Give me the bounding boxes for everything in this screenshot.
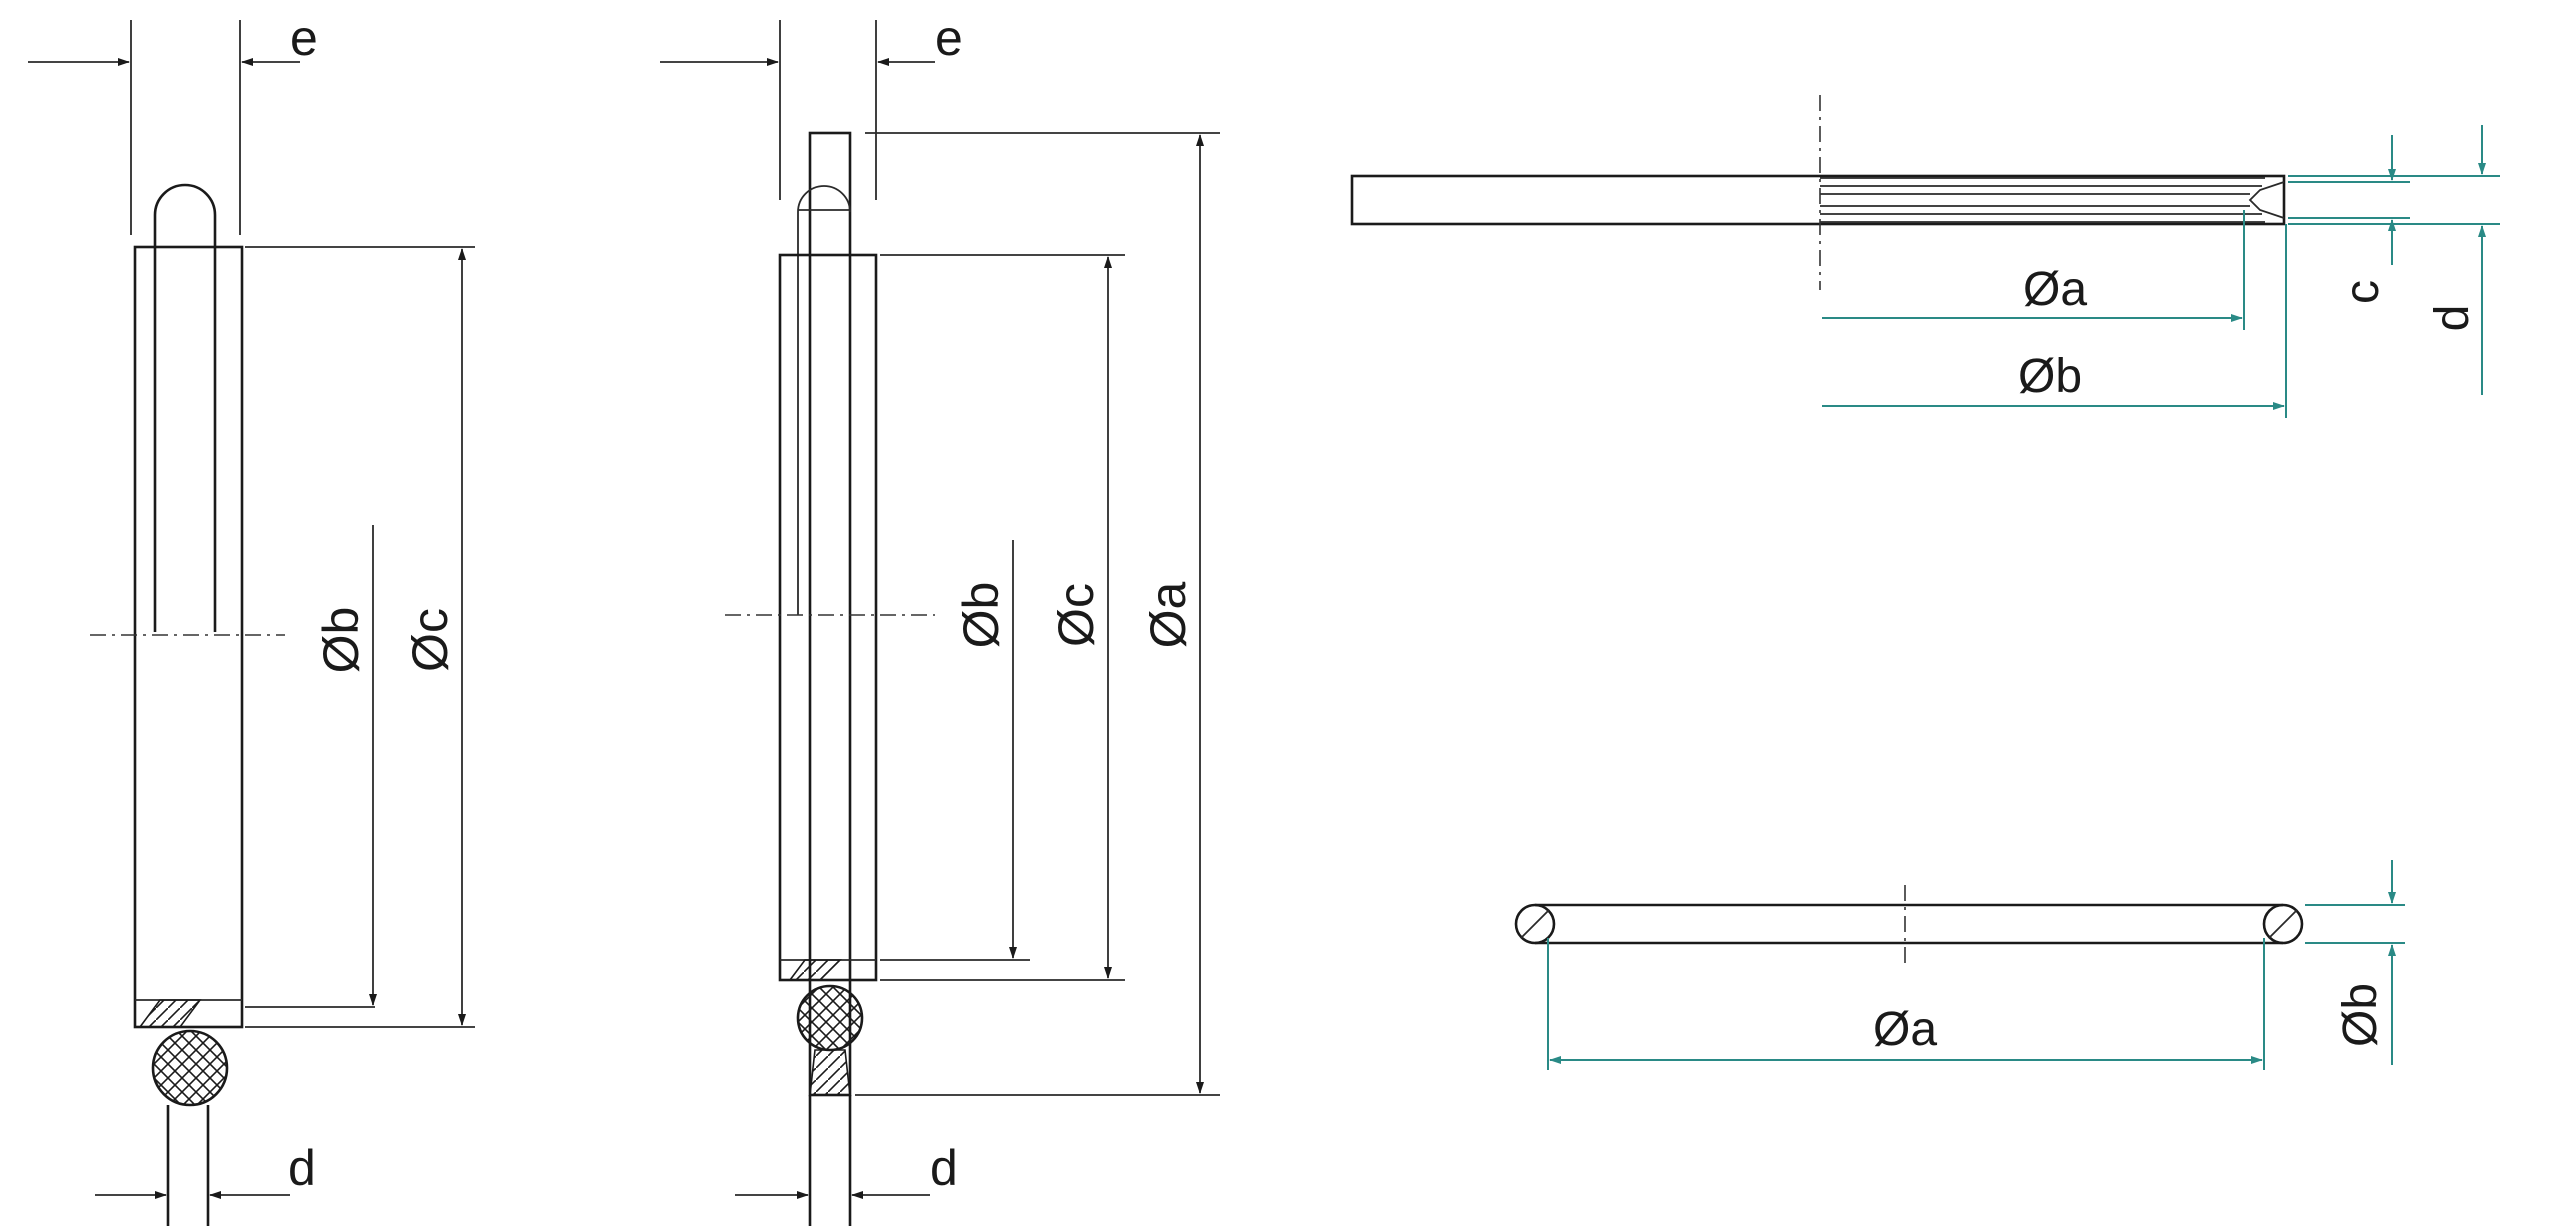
seal-left-b-label: Øb (313, 607, 369, 674)
ring-top-d-label: d (2426, 305, 2479, 332)
seal-middle-view: e Øb Øc Øa d (660, 10, 1220, 1226)
seal-middle-e-label: e (935, 10, 963, 66)
seal-left-e-label: e (290, 10, 318, 66)
seal-middle-b-label: Øb (953, 582, 1009, 649)
seal-middle-c-label: Øc (1048, 583, 1104, 647)
seal-middle-a-label: Øa (1140, 581, 1196, 648)
seal-middle-d-label: d (930, 1140, 958, 1196)
ring-top-b-label: Øb (2018, 350, 2082, 403)
oring-view: Øa Øb (1514, 860, 2405, 1070)
ring-top-a-label: Øa (2023, 263, 2087, 316)
oring-a-label: Øa (1873, 1003, 1937, 1056)
ring-top-c-label: c (2336, 280, 2389, 304)
ring-top-view: Øa Øb c d (1350, 95, 2500, 418)
seal-left-d-label: d (288, 1140, 316, 1196)
seal-left-c-label: Øc (402, 608, 458, 672)
seal-left-view: e Øb Øc d (28, 10, 475, 1226)
oring-b-label: Øb (2334, 983, 2387, 1047)
